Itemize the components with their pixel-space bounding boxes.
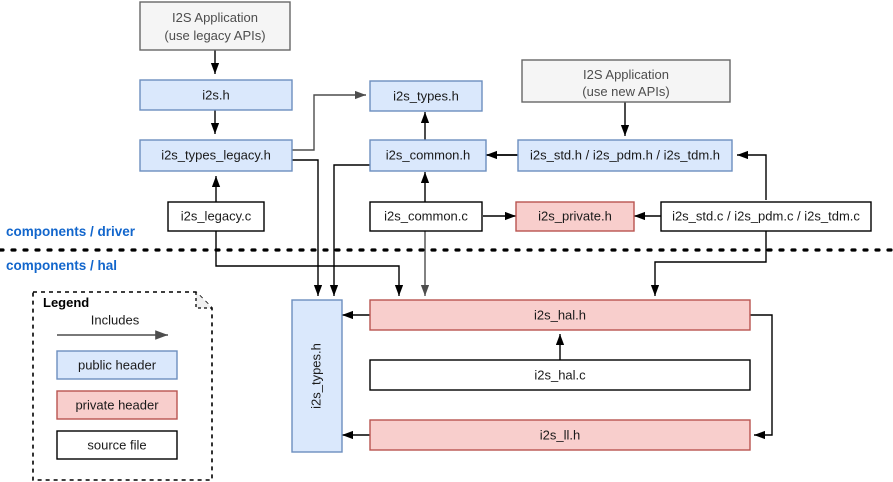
node-i2s-hal-h[interactable]: i2s_hal.h — [369, 299, 751, 331]
edge-types-legacy-to-hal-types — [292, 159, 323, 296]
legend-swatch-private-header: private header — [56, 390, 178, 420]
edge-types-legacy-to-types-h — [292, 90, 366, 151]
node-i2s-h-label: i2s.h — [202, 87, 229, 102]
edge-std-c-to-std-h — [737, 150, 767, 200]
edge-std-c-to-hal-h — [650, 231, 767, 296]
node-app-new[interactable]: I2S Application (use new APIs) — [521, 59, 731, 103]
legend: Legend Includes public header private he… — [32, 291, 213, 481]
node-i2s-common-c[interactable]: i2s_common.c — [369, 201, 483, 232]
edge-hal-h-to-ll-h — [750, 314, 773, 440]
section-label-driver: components / driver — [6, 224, 136, 239]
node-i2s-hal-c-label: i2s_hal.c — [534, 367, 586, 382]
node-i2s-common-h[interactable]: i2s_common.h — [369, 139, 487, 172]
node-i2s-types-h-top-label: i2s_types.h — [393, 88, 459, 103]
node-i2s-legacy-c[interactable]: i2s_legacy.c — [167, 201, 265, 232]
node-i2s-legacy-c-label: i2s_legacy.c — [181, 208, 252, 223]
node-i2s-types-h-top[interactable]: i2s_types.h — [369, 80, 483, 112]
node-i2s-std-c-label: i2s_std.c / i2s_pdm.c / i2s_tdm.c — [672, 208, 860, 223]
node-i2s-ll-h[interactable]: i2s_ll.h — [369, 419, 751, 451]
node-i2s-hal-c[interactable]: i2s_hal.c — [369, 359, 751, 391]
node-i2s-ll-h-label: i2s_ll.h — [540, 427, 580, 442]
section-label-hal: components / hal — [6, 258, 117, 273]
node-i2s-types-h-hal-label: i2s_types.h — [308, 343, 323, 409]
legend-public-header-label: public header — [78, 357, 157, 372]
legend-swatch-public-header: public header — [56, 350, 178, 380]
app-legacy-line2: (use legacy APIs) — [164, 28, 265, 43]
legend-swatch-source-file: source file — [56, 430, 178, 460]
edge-legacy-c-to-hal-h — [215, 231, 404, 296]
node-i2s-types-legacy-h-label: i2s_types_legacy.h — [161, 147, 271, 162]
legend-title: Legend — [43, 295, 89, 310]
node-i2s-types-legacy-h[interactable]: i2s_types_legacy.h — [139, 139, 293, 172]
node-i2s-std-h[interactable]: i2s_std.h / i2s_pdm.h / i2s_tdm.h — [517, 139, 733, 172]
legend-includes-label: Includes — [91, 312, 140, 327]
node-i2s-h[interactable]: i2s.h — [139, 79, 293, 111]
app-new-line2: (use new APIs) — [582, 84, 669, 99]
node-i2s-common-h-label: i2s_common.h — [386, 147, 471, 162]
node-i2s-private-h-label: i2s_private.h — [538, 208, 612, 223]
app-legacy-line1: I2S Application — [172, 10, 258, 25]
node-i2s-std-h-label: i2s_std.h / i2s_pdm.h / i2s_tdm.h — [530, 147, 720, 162]
legend-private-header-label: private header — [75, 397, 159, 412]
node-i2s-private-h[interactable]: i2s_private.h — [515, 201, 635, 232]
app-new-line1: I2S Application — [583, 67, 669, 82]
node-app-legacy[interactable]: I2S Application (use legacy APIs) — [139, 1, 291, 51]
node-i2s-hal-h-label: i2s_hal.h — [534, 307, 586, 322]
node-i2s-common-c-label: i2s_common.c — [384, 208, 468, 223]
edge-common-h-to-hal-types — [329, 164, 370, 296]
legend-source-file-label: source file — [87, 437, 146, 452]
node-i2s-std-c[interactable]: i2s_std.c / i2s_pdm.c / i2s_tdm.c — [660, 201, 872, 232]
connector-layer — [210, 50, 773, 440]
node-i2s-types-h-hal[interactable]: i2s_types.h — [291, 299, 343, 453]
